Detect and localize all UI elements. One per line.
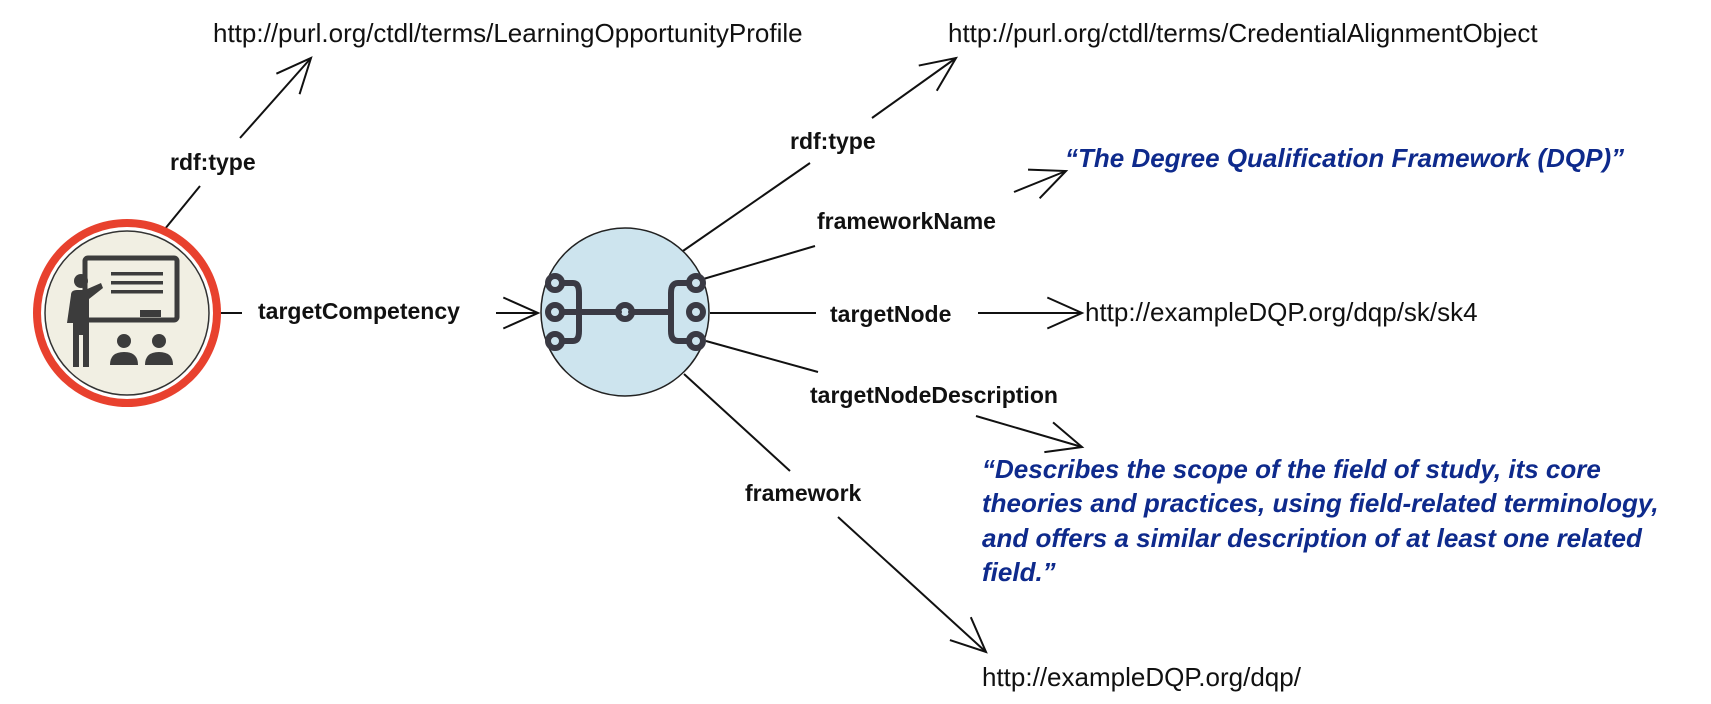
arrow-framework <box>949 616 988 654</box>
edge-label-target-node-description: targetNodeDescription <box>810 382 1058 408</box>
arrow-profile-type <box>275 56 313 95</box>
arrow-framework-name <box>1027 168 1069 200</box>
credential-alignment-node <box>540 227 710 397</box>
arrow-target-competency <box>502 296 541 330</box>
literal-target-node-description: “Describes the scope of the field of stu… <box>982 454 1659 587</box>
arrow-target-node <box>1046 296 1085 330</box>
edge-framework-right <box>837 516 987 653</box>
framework-tree-icon <box>545 273 706 351</box>
uri-credential-alignment-object: http://purl.org/ctdl/terms/CredentialAli… <box>948 18 1538 48</box>
uri-target-node: http://exampleDQP.org/dqp/sk/sk4 <box>1085 297 1478 327</box>
edge-target-node-description-left <box>705 340 819 373</box>
edge-label-rdf-type-alignment: rdf:type <box>790 128 876 154</box>
learning-opportunity-node <box>33 219 221 407</box>
edge-label-framework-name: frameworkName <box>817 208 996 234</box>
edge-profile-type-lower <box>159 185 201 236</box>
edge-profile-type-upper <box>239 57 312 139</box>
edge-target-node-description-right <box>975 415 1083 448</box>
edge-framework-name-right <box>1013 170 1067 193</box>
edge-alignment-type-lower <box>679 162 811 254</box>
uri-framework: http://exampleDQP.org/dqp/ <box>982 662 1301 692</box>
edge-label-target-node: targetNode <box>830 301 952 327</box>
edge-alignment-type-upper <box>871 57 957 119</box>
arrow-target-node-description <box>1044 421 1085 454</box>
arrow-alignment-type <box>918 56 958 92</box>
literal-framework-name: “The Degree Qualification Framework (DQP… <box>1065 143 1625 173</box>
edge-label-target-competency: targetCompetency <box>258 298 460 324</box>
edge-label-rdf-type-profile: rdf:type <box>170 149 256 175</box>
edge-framework-left <box>683 373 791 472</box>
uri-learning-opportunity-profile: http://purl.org/ctdl/terms/LearningOppor… <box>213 18 803 48</box>
edge-label-framework: framework <box>745 480 862 506</box>
teacher-presentation-icon <box>67 255 180 367</box>
edge-framework-name-left <box>699 245 816 281</box>
